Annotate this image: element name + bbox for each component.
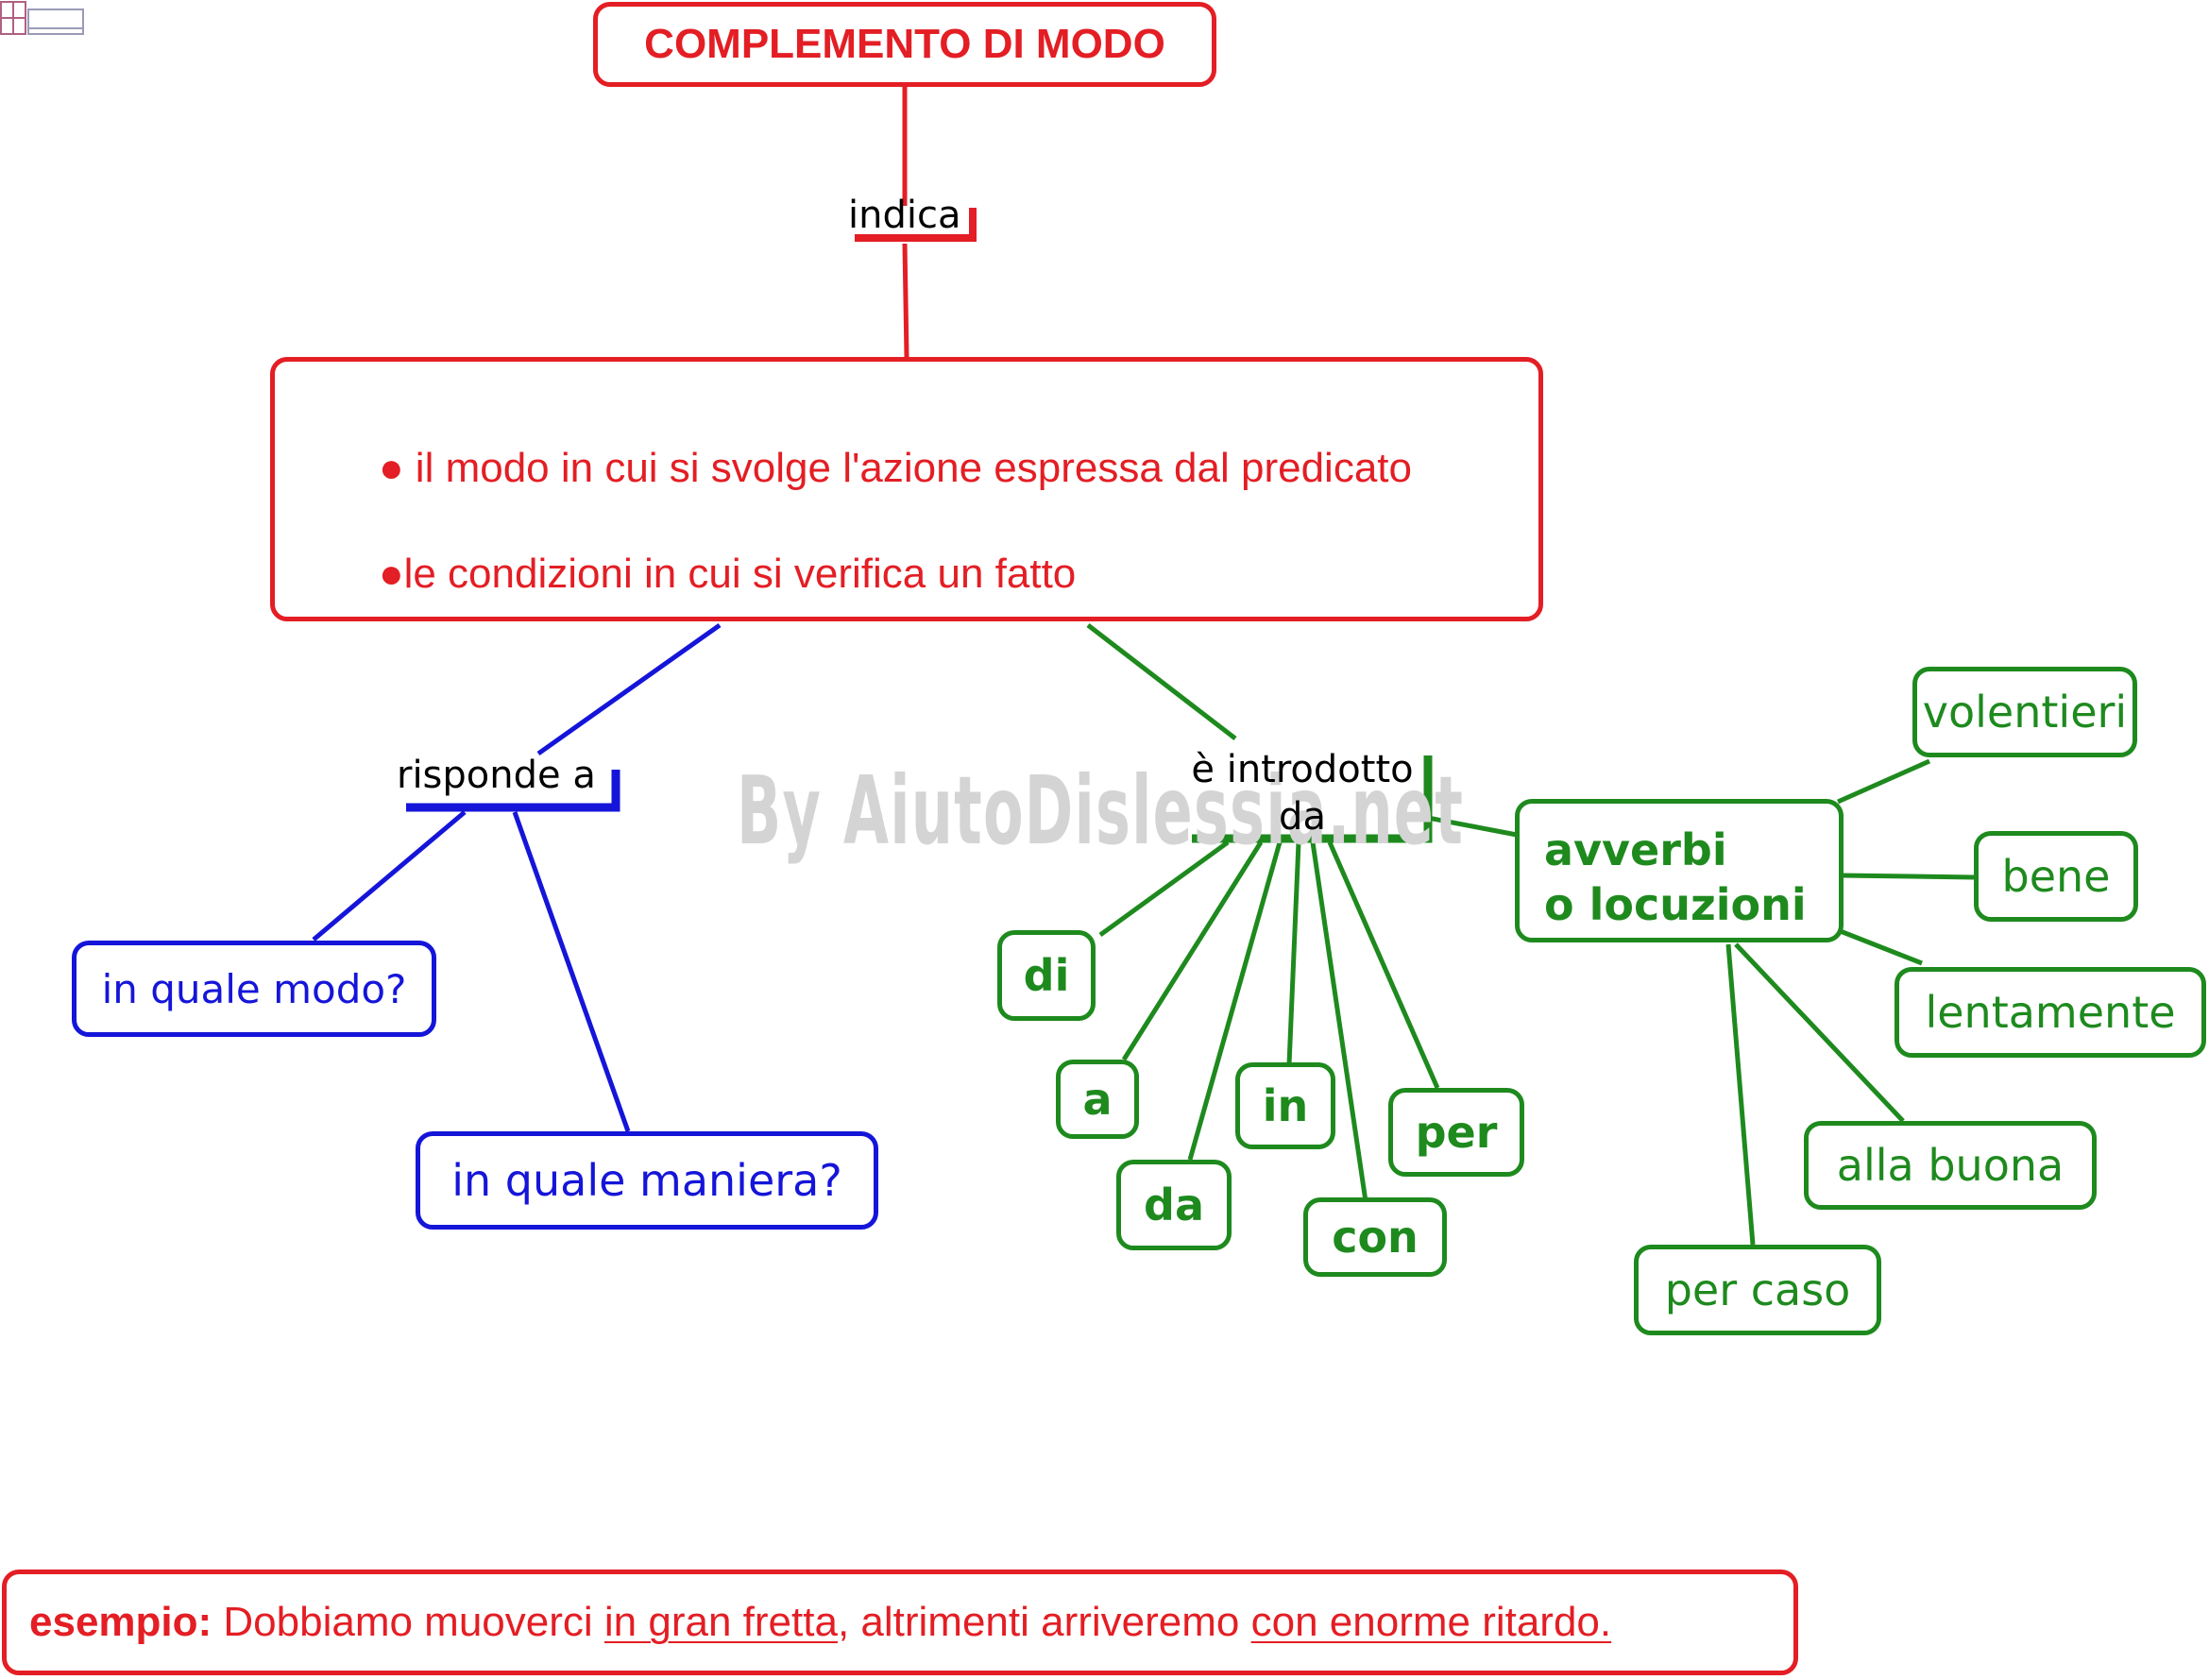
watermark: By AiutoDislessia.net	[737, 755, 1465, 866]
adverb-label: bene	[2001, 851, 2111, 902]
definition-item-1: ● il modo in cui si svolge l'azione espr…	[379, 445, 1412, 491]
indica-bracket	[855, 208, 977, 242]
link-label-indica: indica	[848, 194, 961, 237]
connector-introdotto-con	[1310, 841, 1368, 1202]
question-box-maniera: in quale maniera?	[416, 1131, 878, 1230]
connector-avverbi-bene	[1841, 873, 1975, 880]
preposition-label: da	[1144, 1179, 1204, 1230]
connector-risponde-maniera	[512, 811, 631, 1132]
adverbs-category-box: avverbi o locuzioni	[1515, 799, 1844, 942]
link-label-introdotto-line2: da	[1279, 795, 1326, 839]
connector-introdotto-per	[1327, 840, 1440, 1090]
preposition-label: a	[1082, 1074, 1113, 1125]
example-label: esempio:	[29, 1599, 212, 1645]
connector-introdotto-di	[1098, 840, 1230, 938]
preposition-box-da: da	[1116, 1160, 1232, 1250]
adverb-label: per caso	[1664, 1264, 1851, 1315]
connector-definition-introdotto	[1086, 623, 1237, 740]
connector-avverbi-percaso	[1725, 943, 1756, 1246]
preposition-label: con	[1332, 1212, 1419, 1263]
preposition-label: di	[1023, 950, 1070, 1001]
example-underline-2: con enorme ritardo.	[1250, 1599, 1612, 1645]
page-title: COMPLEMENTO DI MODO	[644, 21, 1165, 67]
connector-avverbi-volentieri	[1836, 758, 1931, 805]
example-underline-1: in gran fretta	[603, 1599, 838, 1645]
connector-introdotto-in	[1286, 841, 1301, 1065]
definition-box: ● il modo in cui si svolge l'azione espr…	[270, 357, 1543, 621]
adverb-box-volentieri: volentieri	[1912, 667, 2137, 757]
question-label: in quale maniera?	[451, 1155, 842, 1206]
adverb-box-bene: bene	[1974, 831, 2138, 922]
title-box: COMPLEMENTO DI MODO	[593, 2, 1216, 87]
preposition-box-di: di	[997, 930, 1096, 1021]
preposition-label: per	[1415, 1107, 1498, 1158]
definition-item-2: ●le condizioni in cui si verifica un fat…	[379, 551, 1077, 597]
connector-introdotto-avverbi	[1427, 815, 1518, 838]
link-label-introdotto-line1: è introdotto	[1191, 748, 1414, 791]
adverbs-category-line2: o locuzioni	[1544, 879, 1807, 930]
link-label-risponde-a: risponde a	[397, 754, 596, 797]
connector-introdotto-da	[1187, 841, 1283, 1161]
question-box-modo: in quale modo?	[72, 941, 436, 1037]
connector-definition-risponde	[536, 622, 722, 756]
adverb-label: lentamente	[1925, 987, 2176, 1038]
question-label: in quale modo?	[101, 965, 407, 1012]
connector-avverbi-allabuona	[1734, 942, 1905, 1123]
preposition-box-per: per	[1388, 1088, 1524, 1177]
example-text-2: , altrimenti arriveremo	[837, 1599, 1251, 1645]
preposition-box-con: con	[1303, 1197, 1447, 1277]
preposition-label: in	[1262, 1080, 1309, 1131]
connector-risponde-modo	[312, 810, 467, 942]
adverb-label: volentieri	[1922, 687, 2128, 738]
connector-indica-definition	[902, 243, 909, 358]
adverb-label: alla buona	[1836, 1140, 2065, 1191]
link-label-introdotto: è introdotto da	[1184, 746, 1420, 840]
example-text-1: Dobbiamo muoverci	[212, 1599, 604, 1645]
risponde-bracket	[406, 770, 620, 812]
example-box: esempio: Dobbiamo muoverci in gran frett…	[2, 1570, 1798, 1675]
site-logo	[0, 0, 87, 38]
adverb-box-alla-buona: alla buona	[1804, 1121, 2097, 1210]
adverb-box-per-caso: per caso	[1634, 1245, 1881, 1335]
connector-avverbi-lentamente	[1837, 927, 1923, 966]
adverb-box-lentamente: lentamente	[1895, 967, 2206, 1058]
preposition-box-a: a	[1056, 1060, 1139, 1139]
adverbs-category-line1: avverbi	[1544, 824, 1727, 875]
introdotto-bracket	[1192, 755, 1433, 843]
preposition-box-in: in	[1235, 1062, 1335, 1149]
connector-introdotto-a	[1121, 840, 1264, 1061]
